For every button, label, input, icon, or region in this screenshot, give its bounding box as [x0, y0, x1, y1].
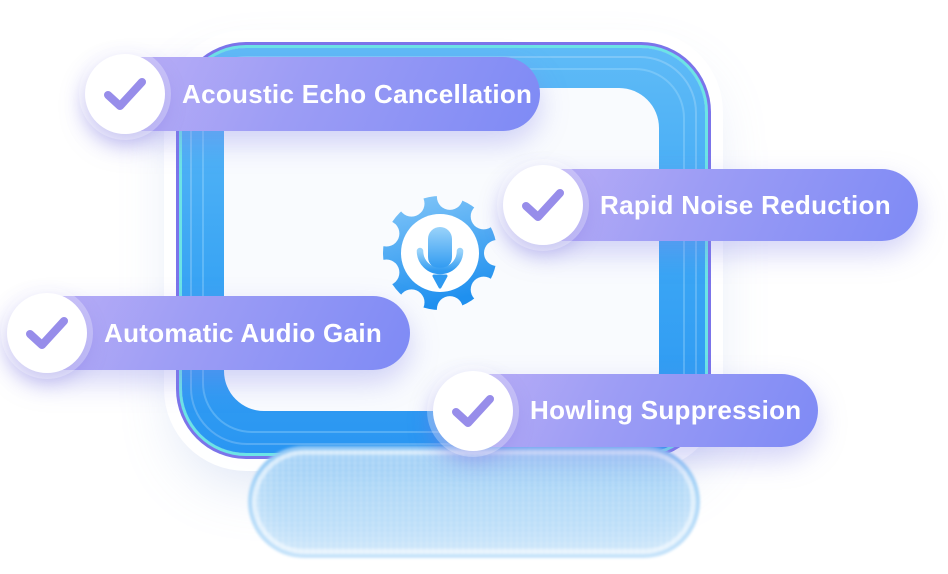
check-icon — [522, 189, 564, 221]
check-circle — [85, 54, 165, 134]
feature-pill-howling-suppression: Howling Suppression — [433, 370, 818, 451]
feature-pill-rapid-noise-reduction: Rapid Noise Reduction — [503, 165, 918, 245]
check-icon — [104, 78, 146, 110]
feature-pill-automatic-audio-gain: Automatic Audio Gain — [7, 293, 410, 373]
screen-reflection — [248, 446, 700, 558]
feature-label: Automatic Audio Gain — [104, 317, 383, 348]
feature-label: Acoustic Echo Cancellation — [182, 78, 533, 109]
microphone-icon — [416, 227, 464, 289]
reflection-speckle — [252, 450, 696, 554]
check-icon — [26, 317, 68, 349]
feature-label: Howling Suppression — [530, 395, 802, 425]
feature-label: Rapid Noise Reduction — [600, 189, 891, 220]
gear-microphone-emblem — [373, 183, 510, 323]
gear-icon — [373, 183, 510, 323]
feature-pill-acoustic-echo-cancellation: Acoustic Echo Cancellation — [85, 54, 540, 134]
check-circle — [7, 293, 87, 373]
check-circle — [433, 370, 513, 451]
check-icon — [452, 394, 494, 427]
check-circle — [503, 165, 583, 245]
